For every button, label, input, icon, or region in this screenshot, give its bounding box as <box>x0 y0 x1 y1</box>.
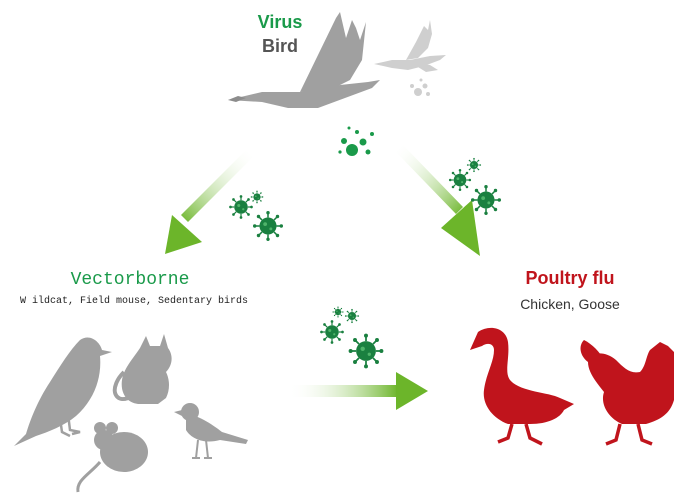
vectorborne-subtitle: W ildcat, Field mouse, Sedentary birds <box>14 296 254 307</box>
virus-particle-icon <box>320 306 383 368</box>
arrow-to-poultry <box>396 145 480 256</box>
virus-label: Virus <box>250 12 310 33</box>
goose-icon <box>470 328 574 444</box>
songbird-icon <box>174 403 248 458</box>
arrow-vector-to-poultry <box>288 372 428 410</box>
cat-icon <box>115 334 172 404</box>
poultry-flu-title: Poultry flu <box>500 268 640 289</box>
mouse-icon <box>78 422 148 492</box>
bird-label: Bird <box>250 36 310 57</box>
poultry-flu-subtitle: Chicken, Goose <box>500 296 640 312</box>
vectorborne-title: Vectorborne <box>40 270 220 290</box>
gray-particles <box>410 79 430 97</box>
virus-particle-icon <box>229 191 283 241</box>
flying-crane-small-icon <box>374 20 446 72</box>
rooster-icon <box>581 340 674 444</box>
virus-droplets <box>338 127 374 157</box>
